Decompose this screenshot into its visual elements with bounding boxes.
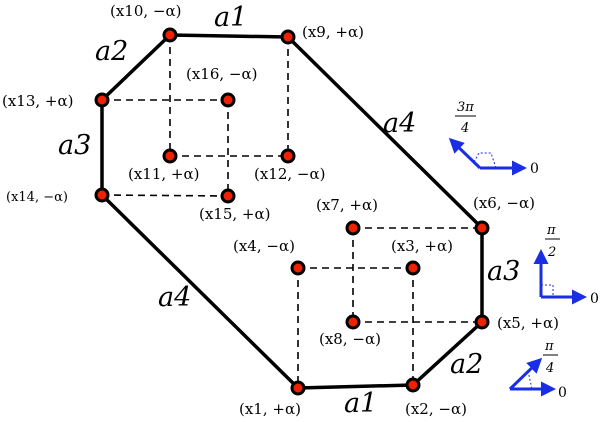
- label-x4: (x4, −α): [233, 237, 295, 255]
- point-x7: [345, 220, 361, 236]
- edge-labels: a1 a2 a3 a4 a4 a3 a2 a1: [58, 2, 520, 419]
- point-x15: [220, 188, 236, 204]
- label-x6: (x6, −α): [473, 194, 535, 212]
- label-x11: (x11, +α): [128, 165, 199, 183]
- edge-label-a2-top: a2: [95, 36, 128, 67]
- point-x11: [162, 148, 178, 164]
- point-x12: [280, 148, 296, 164]
- point-x14: [94, 187, 110, 203]
- point-x1: [290, 380, 306, 396]
- dashed-lines-lower: [297, 227, 482, 388]
- edge-label-a3-right: a3: [487, 256, 520, 287]
- point-x13: [94, 92, 110, 108]
- label-x1: (x1, +α): [239, 400, 301, 418]
- point-x3: [405, 260, 421, 276]
- angle-pi-2-numerator: π: [546, 223, 556, 238]
- label-x8: (x8, −α): [319, 330, 381, 348]
- point-labels: (x1, +α) (x2, −α) (x3, +α) (x4, −α) (x5,…: [2, 2, 559, 418]
- label-x9: (x9, +α): [302, 23, 364, 41]
- edge-label-a4-upper: a4: [383, 108, 416, 139]
- point-x6: [474, 220, 490, 236]
- edge-label-a3-left: a3: [58, 130, 91, 161]
- label-x15: (x15, +α): [199, 205, 270, 223]
- angle-glyph-pi-4: π 4 0: [508, 339, 567, 401]
- label-x2: (x2, −α): [405, 400, 467, 418]
- label-x7: (x7, +α): [316, 196, 378, 214]
- point-x9: [280, 29, 296, 45]
- point-x16: [220, 92, 236, 108]
- angle-glyph-pi-2: π 2 0: [533, 223, 599, 307]
- edge-label-a2-bottom: a2: [450, 349, 483, 380]
- angle-pi-4-numerator: π: [544, 339, 554, 354]
- points: [94, 27, 490, 396]
- label-x16: (x16, −α): [186, 65, 257, 83]
- angle-3pi-4-zero: 0: [530, 161, 539, 177]
- angle-pi-2-denominator: 2: [547, 245, 556, 260]
- edge-label-a1-bottom: a1: [344, 388, 377, 419]
- label-x10: (x10, −α): [110, 2, 181, 20]
- label-x3: (x3, +α): [391, 237, 453, 255]
- point-x5: [474, 314, 490, 330]
- point-x4: [290, 260, 306, 276]
- angle-3pi-4-numerator: 3π: [457, 100, 474, 115]
- label-x13: (x13, +α): [2, 92, 73, 110]
- point-x8: [345, 314, 361, 330]
- octagon-outline: [100, 33, 484, 390]
- dashed-lines-upper: [101, 35, 289, 197]
- angle-pi-4-denominator: 4: [545, 361, 554, 376]
- angle-3pi-4-denominator: 4: [460, 121, 469, 136]
- label-x14: (x14, −α): [6, 190, 68, 205]
- edge-label-a4-lower: a4: [158, 282, 191, 313]
- edge-label-a1-top: a1: [214, 2, 247, 33]
- angle-pi-4-zero: 0: [558, 385, 567, 401]
- point-x2: [405, 377, 421, 393]
- label-x5: (x5, +α): [497, 314, 559, 332]
- angle-glyph-3pi-4: 3π 4 0: [448, 100, 539, 177]
- point-x10: [162, 27, 178, 43]
- label-x12: (x12, −α): [254, 165, 325, 183]
- angle-pi-2-zero: 0: [590, 291, 599, 307]
